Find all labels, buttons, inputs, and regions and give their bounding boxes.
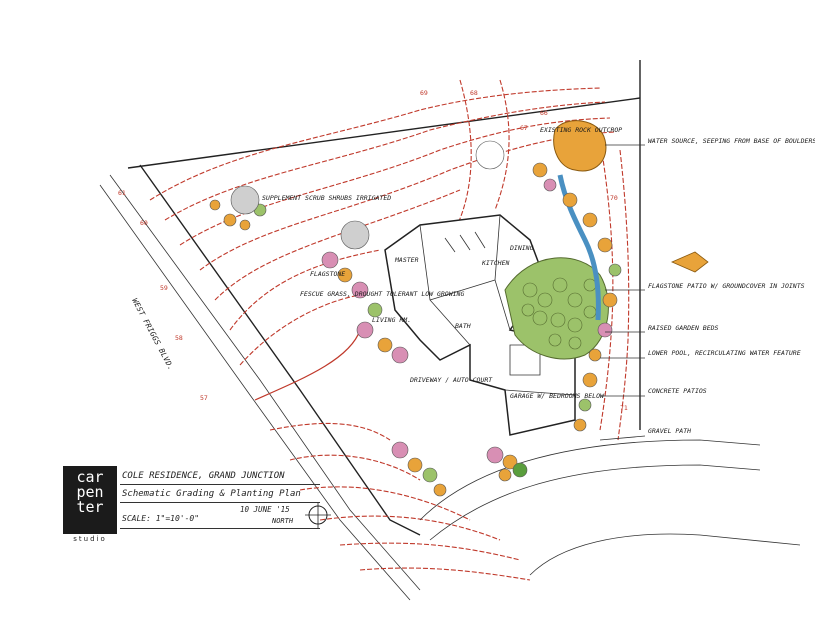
street-label: WEST FRIGGS BLVD. xyxy=(130,297,176,372)
room-label-bath: BATH xyxy=(455,322,471,330)
title-rule-3 xyxy=(120,528,320,529)
garage-label: GARAGE W/ BEDROOMS BELOW xyxy=(510,392,605,400)
sheet-scale: SCALE: 1"=10'-0" xyxy=(122,514,200,523)
room-label-kitchen: KITCHEN xyxy=(481,259,509,267)
plantings xyxy=(209,140,622,497)
existing-rock-label: EXISTING ROCK OUTCROP xyxy=(540,126,622,134)
svg-text:71: 71 xyxy=(620,404,628,412)
water-source-label: WATER SOURCE, SEEPING FROM BASE OF BOULD… xyxy=(648,137,815,145)
driveway-label-line: DRIVEWAY / AUTO COURT xyxy=(409,376,493,384)
concrete-patios-label: CONCRETE PATIOS xyxy=(648,387,707,395)
raised-beds-label: RAISED GARDEN BEDS xyxy=(648,324,719,332)
logo-line-1: car xyxy=(76,468,104,486)
property-boundary xyxy=(99,60,641,601)
svg-text:66: 66 xyxy=(540,109,548,117)
north-label: NORTH xyxy=(272,517,294,525)
sheet-date: 10 JUNE '15 xyxy=(240,505,290,514)
svg-text:68: 68 xyxy=(470,89,478,97)
svg-text:69: 69 xyxy=(420,89,428,97)
svg-text:60: 60 xyxy=(140,219,148,227)
svg-text:70: 70 xyxy=(610,194,618,202)
north-arrow-icon xyxy=(305,502,331,528)
svg-text:67: 67 xyxy=(520,124,528,132)
room-label-master: MASTER xyxy=(394,256,419,264)
callout-leaders xyxy=(599,144,646,441)
title-rule-2 xyxy=(120,502,320,503)
title-rule-1 xyxy=(120,484,320,485)
flagstone-label: FLAGSTONE xyxy=(310,270,345,278)
driveway-label: DRIVEWAY / AUTO COURT xyxy=(409,376,493,384)
road-curve xyxy=(419,439,801,576)
svg-text:57: 57 xyxy=(200,394,208,402)
svg-text:59: 59 xyxy=(160,284,168,292)
grading-contours xyxy=(149,79,630,581)
flagstone-patio-label: FLAGSTONE PATIO W/ GROUNDCOVER IN JOINTS xyxy=(648,282,805,290)
room-label-living: LIVING RM. xyxy=(372,316,411,324)
ochre-arrow-marker xyxy=(670,251,709,273)
sheet-title: Schematic Grading & Planting Plan xyxy=(122,489,301,499)
shrubs-label: SUPPLEMENT SCRUB SHRUBS IRRIGATED xyxy=(262,194,391,202)
project-title: COLE RESIDENCE, GRAND JUNCTION xyxy=(122,471,285,481)
rock-outcrop xyxy=(553,120,607,172)
gravel-path-label: GRAVEL PATH xyxy=(648,427,691,435)
logo-subtitle: studio xyxy=(73,535,107,543)
lower-pool-label: LOWER POOL, RECIRCULATING WATER FEATURE xyxy=(648,349,801,357)
fescue-label: FESCUE GRASS, DROUGHT TOLERANT LOW GROWI… xyxy=(300,290,464,298)
svg-text:61: 61 xyxy=(118,189,126,197)
carpenter-studio-logo: car pen ter xyxy=(63,466,117,534)
elevation-labels: 61 60 59 58 57 67 66 68 69 70 71 xyxy=(118,89,628,412)
logo-line-2: pen xyxy=(76,483,104,501)
logo-line-3: ter xyxy=(76,498,104,516)
svg-text:58: 58 xyxy=(175,334,183,342)
room-label-dining: DINING xyxy=(509,244,534,252)
flagstone-patio xyxy=(504,257,609,360)
